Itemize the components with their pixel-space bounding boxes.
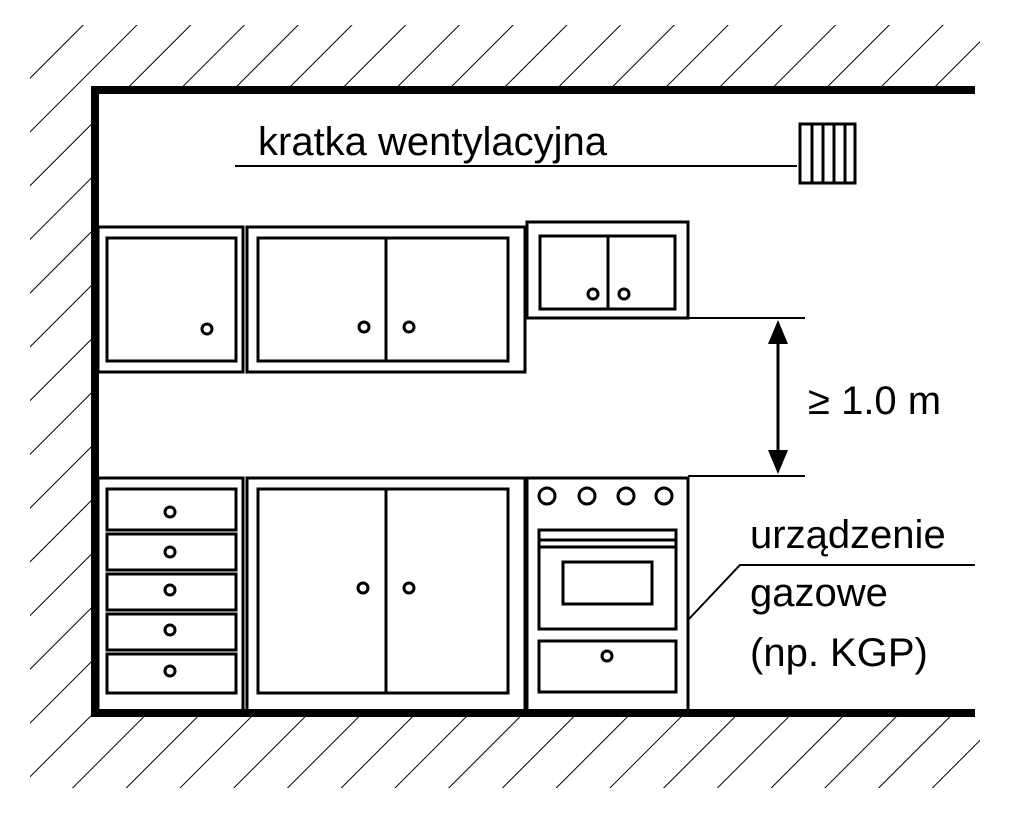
vent-label: kratka wentylacyjna xyxy=(258,120,608,164)
lower-cabinets xyxy=(96,476,527,714)
upper-cabinets xyxy=(96,220,690,374)
appliance-label-line1: urządzenie xyxy=(750,513,946,557)
gas-stove xyxy=(525,476,690,714)
wall-hatching xyxy=(30,25,980,788)
appliance-leader-line xyxy=(687,564,975,621)
ventilation-grille-icon xyxy=(798,122,857,185)
clearance-dimension xyxy=(688,317,805,477)
appliance-label-line3: (np. KGP) xyxy=(750,631,928,675)
appliance-label-line2: gazowe xyxy=(750,571,888,615)
distance-label: ≥ 1.0 m xyxy=(808,379,941,423)
